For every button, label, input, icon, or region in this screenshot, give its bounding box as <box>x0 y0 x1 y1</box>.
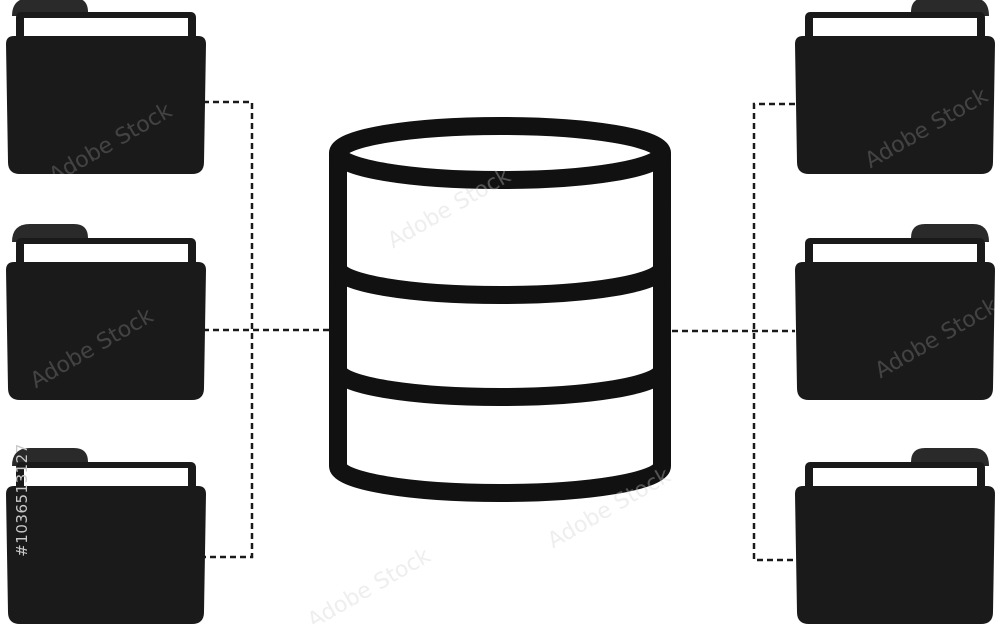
folder-back-tab <box>911 224 989 242</box>
database-cylinder-icon <box>329 117 671 502</box>
right-connectors <box>662 102 795 562</box>
folder-back-tab <box>12 224 88 242</box>
folder-icon <box>6 448 206 624</box>
stock-id-label: #1036513127 <box>10 385 34 615</box>
database-top <box>329 117 671 189</box>
folder-front <box>795 36 995 174</box>
database-divider-upper <box>329 265 671 304</box>
folder-front <box>795 486 995 624</box>
folder-icon <box>6 224 206 400</box>
folder-front <box>6 36 206 174</box>
right-bus-line <box>752 102 795 562</box>
folder-back-tab <box>12 448 88 466</box>
left-connectors <box>203 100 340 559</box>
stock-id-text: #1036513127 <box>13 443 32 557</box>
folder-icon <box>795 224 995 400</box>
folder-back-tab <box>911 448 989 466</box>
folder-front <box>795 262 995 400</box>
watermark-text: Adobe Stock <box>304 543 436 624</box>
folder-icon <box>795 448 995 624</box>
left-bus-line <box>203 100 254 559</box>
folder-front <box>6 486 206 624</box>
database-divider-lower <box>329 367 671 406</box>
folder-icon <box>6 0 206 174</box>
database-body <box>329 153 671 502</box>
folder-front <box>6 262 206 400</box>
folder-icon <box>795 0 995 174</box>
